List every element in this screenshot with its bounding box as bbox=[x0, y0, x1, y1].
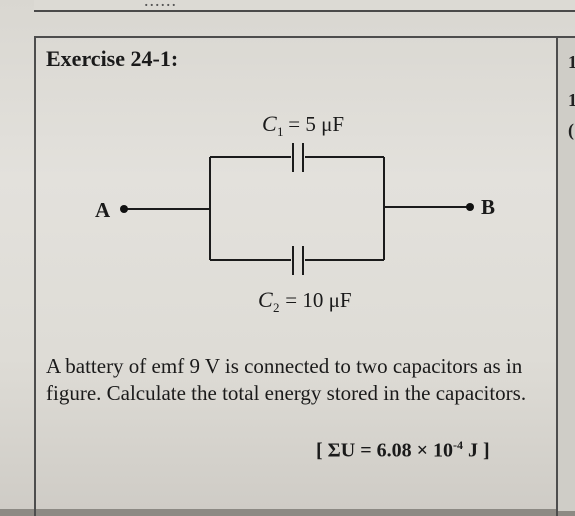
answer-exponent: -4 bbox=[452, 438, 463, 452]
answer-open-bracket: [ bbox=[316, 439, 328, 462]
margin-mark-3: ( bbox=[568, 120, 574, 140]
node-b-label: B bbox=[481, 195, 495, 219]
adjacent-column-edge bbox=[558, 36, 575, 511]
problem-statement: A battery of emf 9 V is connected to two… bbox=[46, 354, 527, 405]
node-a-dot bbox=[120, 205, 128, 213]
node-a-label: A bbox=[95, 198, 111, 222]
c1-symbol: C bbox=[262, 111, 277, 136]
c2-subscript: 2 bbox=[273, 300, 280, 315]
c2-symbol: C bbox=[258, 287, 273, 312]
margin-mark-2: 1 bbox=[568, 90, 575, 110]
c1-value: = 5 μF bbox=[283, 112, 344, 136]
answer-unit: J ] bbox=[462, 439, 490, 462]
c2-value: = 10 μF bbox=[280, 288, 352, 312]
c1-subscript: 1 bbox=[277, 124, 284, 139]
node-b-dot bbox=[466, 203, 474, 211]
answer-key: [ ΣU = 6.08 × 10-4 J ] bbox=[316, 438, 490, 463]
exercise-title: Exercise 24-1: bbox=[46, 46, 179, 71]
answer-expression: ΣU = 6.08 × 10 bbox=[327, 439, 453, 462]
previous-section-fragment: ...... bbox=[144, 0, 177, 10]
exercise-box bbox=[34, 36, 558, 516]
previous-section-strip: ...... bbox=[34, 0, 575, 12]
margin-mark-1: 1 bbox=[568, 52, 575, 72]
